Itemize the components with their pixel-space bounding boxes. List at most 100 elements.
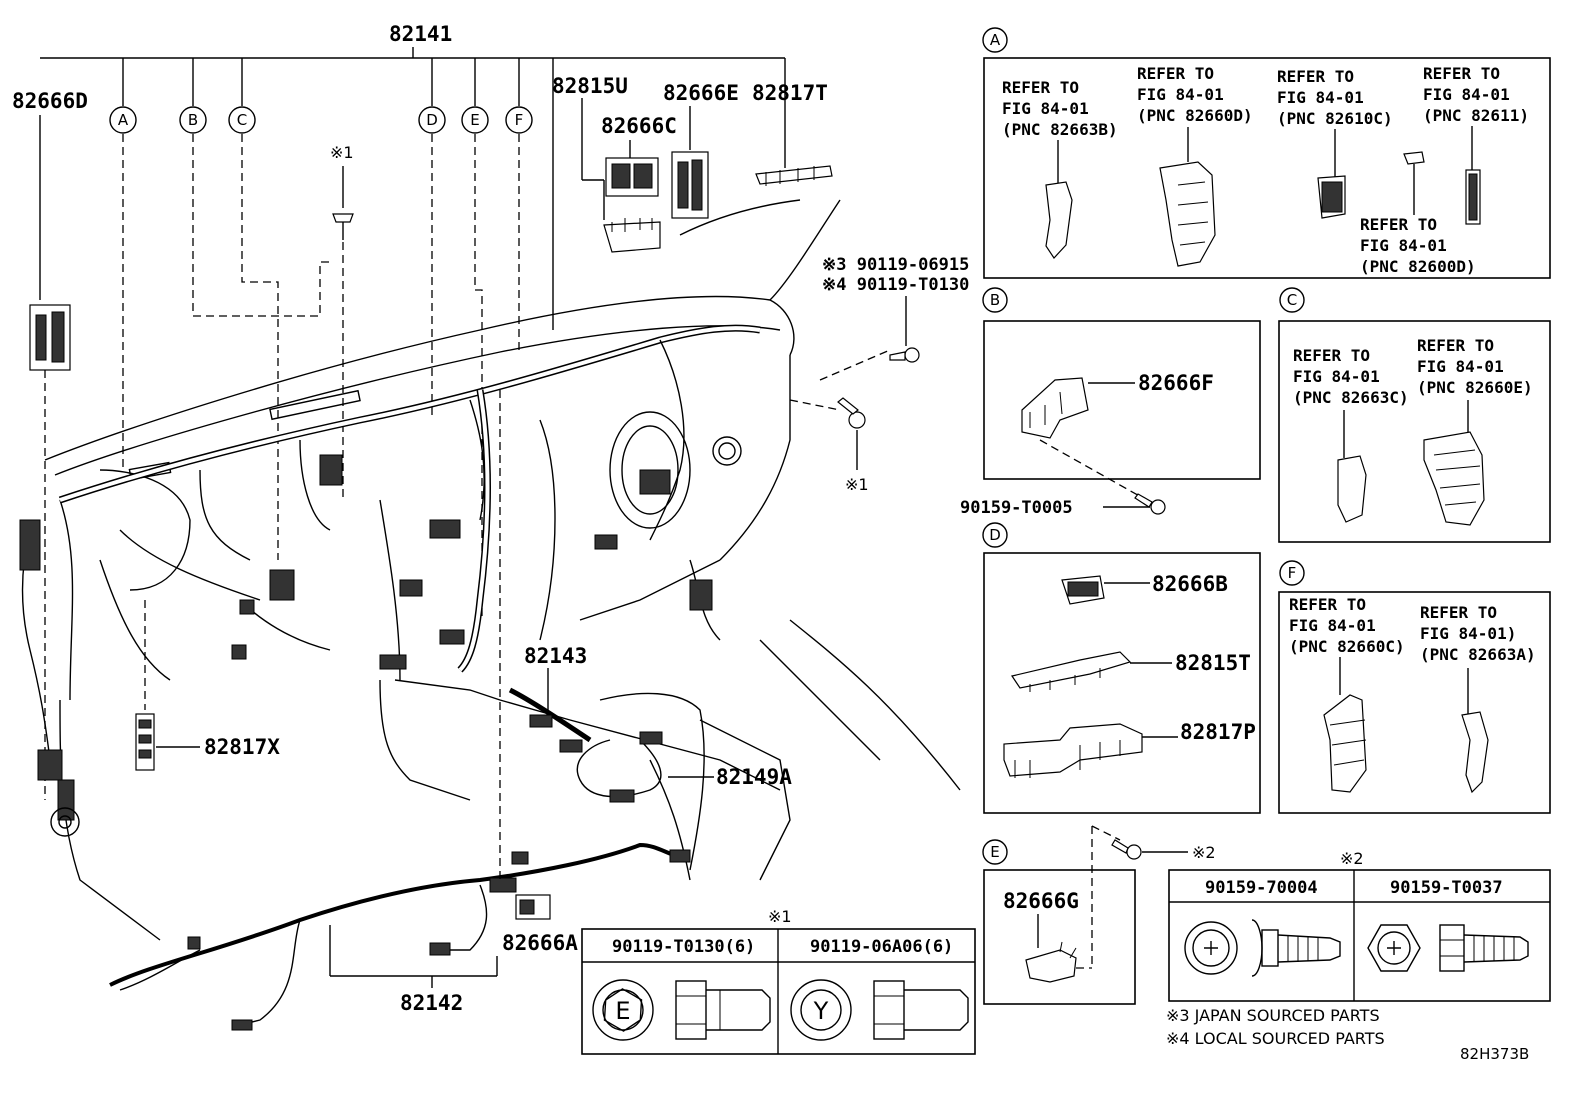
note-4-label: ※4 90119-T0130: [822, 275, 969, 295]
marker-c: C: [228, 106, 256, 134]
part-82666C-label: 82666C: [601, 114, 677, 138]
clip-top: [332, 213, 354, 223]
svg-text:FIG 84-01: FIG 84-01: [1293, 367, 1380, 386]
svg-text:※2: ※2: [1340, 849, 1364, 868]
svg-text:REFER TO: REFER TO: [1420, 603, 1497, 622]
svg-text:90119-T0130(6): 90119-T0130(6): [612, 937, 755, 957]
svg-text:82666F: 82666F: [1138, 371, 1214, 395]
svg-text:F: F: [515, 111, 524, 129]
marker-f: F: [505, 106, 533, 134]
svg-text:※1: ※1: [768, 907, 792, 926]
svg-text:A: A: [990, 31, 1001, 49]
svg-text:REFER TO: REFER TO: [1289, 595, 1366, 614]
svg-text:90119-06A06(6): 90119-06A06(6): [810, 937, 953, 957]
panel-b: B 82666F 90159-T0005: [960, 287, 1261, 518]
svg-text:FIG 84-01: FIG 84-01: [1137, 85, 1224, 104]
svg-text:FIG 84-01: FIG 84-01: [1289, 616, 1376, 635]
note-3-label: ※3 90119-06915: [822, 255, 969, 275]
svg-text:FIG 84-01: FIG 84-01: [1360, 236, 1447, 255]
panel-a: A REFER TO FIG 84-01 (PNC 82663B) REFER …: [982, 27, 1551, 279]
svg-text:(PNC 82663A): (PNC 82663A): [1420, 645, 1536, 664]
wire-harness-82142: [109, 842, 691, 1031]
svg-text:(PNC 82660C): (PNC 82660C): [1289, 637, 1405, 656]
part-82815U-label: 82815U: [552, 74, 628, 98]
part-82817T: [755, 165, 833, 185]
part-82663C: [1337, 455, 1367, 523]
part-82142-label: 82142: [400, 991, 463, 1015]
part-82817P: [1003, 723, 1143, 777]
svg-text:D: D: [426, 111, 438, 129]
part-82663B: [1045, 181, 1073, 259]
marker-b: B: [179, 106, 207, 134]
part-82817X-label: 82817X: [204, 735, 280, 759]
svg-text:(PNC 82600D): (PNC 82600D): [1360, 257, 1476, 276]
svg-text:REFER TO: REFER TO: [1423, 64, 1500, 83]
part-82666E-label: 82666E: [663, 81, 739, 105]
marker-a: A: [109, 106, 137, 134]
svg-text:Y: Y: [813, 997, 829, 1025]
svg-text:REFER TO: REFER TO: [1002, 78, 1079, 97]
bolt-e: [1111, 839, 1142, 860]
bolt-90159-T0005: [1134, 493, 1166, 515]
part-82600D: [1403, 151, 1425, 165]
table-1: ※1 90119-T0130(6) 90119-06A06(6) E Y: [581, 907, 976, 1055]
part-82666D-label: 82666D: [12, 89, 88, 113]
svg-text:FIG 84-01: FIG 84-01: [1423, 85, 1510, 104]
svg-text:REFER TO: REFER TO: [1137, 64, 1214, 83]
svg-text:REFER TO: REFER TO: [1277, 67, 1354, 86]
panel-e: E 82666G ※2: [982, 825, 1216, 1005]
panel-d: D 82666B 82815T 82817P: [982, 522, 1261, 814]
part-82660D: [1159, 161, 1216, 267]
marker-d: D: [418, 106, 446, 134]
part-82666E: [671, 151, 709, 219]
svg-text:82666B: 82666B: [1152, 572, 1228, 596]
part-82666A-label: 82666A: [502, 931, 578, 955]
panel-c: C REFER TO FIG 84-01 (PNC 82663C) REFER …: [1278, 287, 1551, 543]
svg-text:D: D: [989, 526, 1001, 544]
svg-text:(PNC 82660E): (PNC 82660E): [1417, 378, 1533, 397]
svg-text:E: E: [615, 997, 630, 1025]
svg-text:E: E: [990, 843, 999, 861]
svg-text:FIG 84-01): FIG 84-01): [1420, 624, 1516, 643]
svg-text:90159-70004: 90159-70004: [1205, 878, 1318, 898]
svg-text:82666G: 82666G: [1003, 889, 1079, 913]
svg-text:FIG 84-01: FIG 84-01: [1277, 88, 1364, 107]
svg-text:(PNC 82663C): (PNC 82663C): [1293, 388, 1409, 407]
part-82660E: [1423, 431, 1485, 526]
part-82817T-label: 82817T: [752, 81, 828, 105]
part-82143-label: 82143: [524, 644, 587, 668]
svg-text:B: B: [990, 291, 1000, 309]
footnote-local: ※4 LOCAL SOURCED PARTS: [1166, 1029, 1385, 1048]
svg-text:REFER TO: REFER TO: [1417, 336, 1494, 355]
svg-text:REFER TO: REFER TO: [1293, 346, 1370, 365]
svg-text:(PNC 82610C): (PNC 82610C): [1277, 109, 1393, 128]
svg-text:C: C: [237, 111, 247, 129]
svg-text:FIG 84-01: FIG 84-01: [1002, 99, 1089, 118]
svg-text:(PNC 82663B): (PNC 82663B): [1002, 120, 1118, 139]
part-82666G: [1025, 949, 1077, 983]
bolt-right-lower: [837, 397, 866, 429]
part-82666F: [1021, 377, 1089, 439]
dashboard-outline: [44, 199, 961, 941]
footnote-japan: ※3 JAPAN SOURCED PARTS: [1166, 1006, 1380, 1025]
main-exploded-view: 82141 A B C D E: [12, 22, 969, 1031]
svg-text:REFER TO: REFER TO: [1360, 215, 1437, 234]
note-1-right: ※1: [845, 475, 869, 494]
svg-text:FIG 84-01: FIG 84-01: [1417, 357, 1504, 376]
part-82815T: [1011, 651, 1132, 689]
table-2: ※2 90159-70004 90159-T0037: [1168, 849, 1551, 1002]
svg-text:A: A: [118, 111, 129, 129]
svg-text:※2: ※2: [1192, 843, 1216, 862]
svg-text:B: B: [188, 111, 198, 129]
svg-text:F: F: [1288, 564, 1297, 582]
panel-f: F REFER TO FIG 84-01 (PNC 82660C) REFER …: [1278, 560, 1551, 814]
part-82663A: [1461, 711, 1489, 794]
svg-text:(PNC 82660D): (PNC 82660D): [1137, 106, 1253, 125]
part-82149A-label: 82149A: [716, 765, 792, 789]
svg-text:82817P: 82817P: [1180, 720, 1256, 744]
figure-code: 82H373B: [1460, 1045, 1529, 1063]
note-1-top: ※1: [330, 143, 354, 162]
bolt-right-upper: [889, 347, 920, 363]
svg-text:82815T: 82815T: [1175, 651, 1251, 675]
